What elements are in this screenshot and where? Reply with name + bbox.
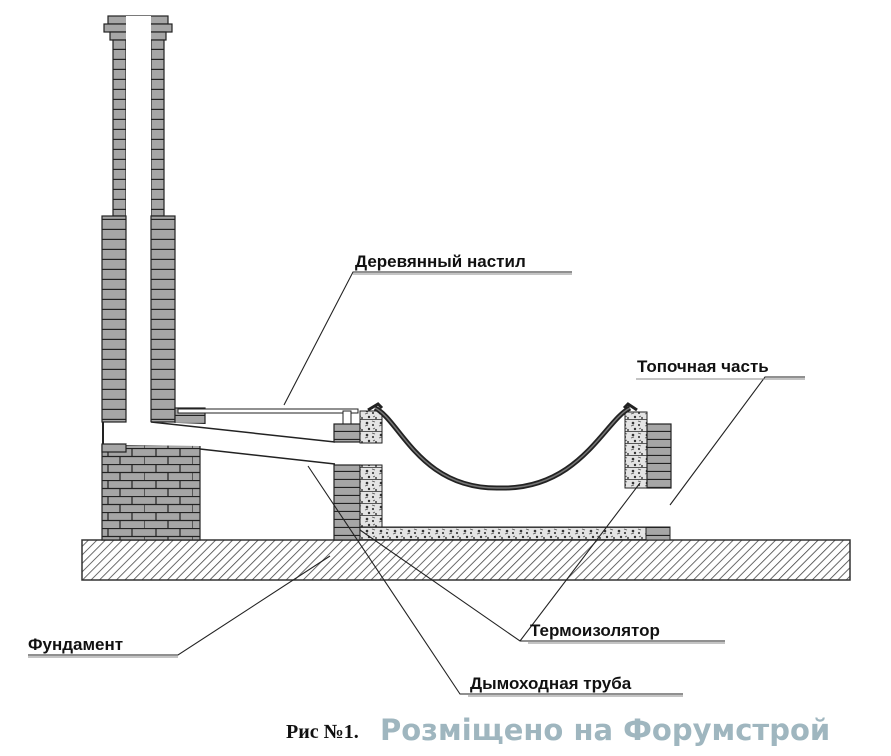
chimney-base — [101, 444, 201, 541]
leader-wooden-deck — [283, 271, 572, 406]
leader-foundation — [28, 555, 331, 656]
flue-channel — [126, 422, 335, 462]
label-chimney-pipe: Дымоходная труба — [470, 674, 632, 693]
floor-insulation — [359, 526, 651, 541]
firebox-left-brick-top — [333, 423, 361, 443]
leader-lines — [28, 271, 805, 695]
leader-firebox — [669, 376, 805, 506]
firebox-left-insulation — [359, 464, 383, 531]
watermark: Розміщено на Форумстрой — [380, 713, 830, 747]
firebox-left-brick — [333, 464, 361, 541]
firebox-right-insulation — [624, 411, 648, 489]
firebox-right-brick — [646, 423, 672, 489]
chimney-stack — [101, 15, 206, 446]
label-firebox: Топочная часть — [637, 357, 769, 376]
leader-chimney-pipe — [307, 465, 683, 695]
label-thermal-insulator: Термоизолятор — [530, 621, 660, 640]
foundation-slab — [81, 539, 851, 581]
label-wooden-deck: Деревянный настил — [355, 252, 526, 271]
firebox-left-insulation-top — [359, 410, 383, 444]
figure-caption: Рис №1. — [286, 721, 359, 743]
label-foundation: Фундамент — [28, 635, 123, 654]
